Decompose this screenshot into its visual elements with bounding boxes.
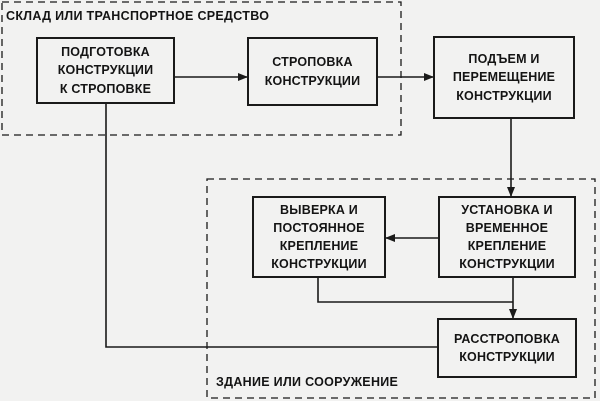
- step-align-box: ВЫВЕРКА И ПОСТОЯННОЕ КРЕПЛЕНИЕ КОНСТРУКЦ…: [252, 196, 386, 278]
- step-prepare-box: ПОДГОТОВКА КОНСТРУКЦИИ К СТРОПОВКЕ: [36, 37, 175, 104]
- building-region-border: [206, 178, 596, 399]
- line-unsling-to-prepare: [105, 104, 437, 348]
- warehouse-region-border: [1, 1, 402, 136]
- building-region-label: ЗДАНИЕ ИЛИ СООРУЖЕНИЕ: [216, 375, 399, 389]
- warehouse-region-label: СКЛАД ИЛИ ТРАНСПОРТНОЕ СРЕДСТВО: [6, 9, 270, 23]
- step-lift-box: ПОДЪЕМ И ПЕРЕМЕЩЕНИЕ КОНСТРУКЦИИ: [433, 36, 575, 119]
- arrow-align-to-unsling: [317, 278, 513, 303]
- step-unsling-box: РАССТРОПОВКА КОНСТРУКЦИИ: [437, 318, 577, 378]
- step-install-box: УСТАНОВКА И ВРЕМЕННОЕ КРЕПЛЕНИЕ КОНСТРУК…: [438, 196, 576, 278]
- step-sling-box: СТРОПОВКА КОНСТРУКЦИИ: [247, 37, 378, 106]
